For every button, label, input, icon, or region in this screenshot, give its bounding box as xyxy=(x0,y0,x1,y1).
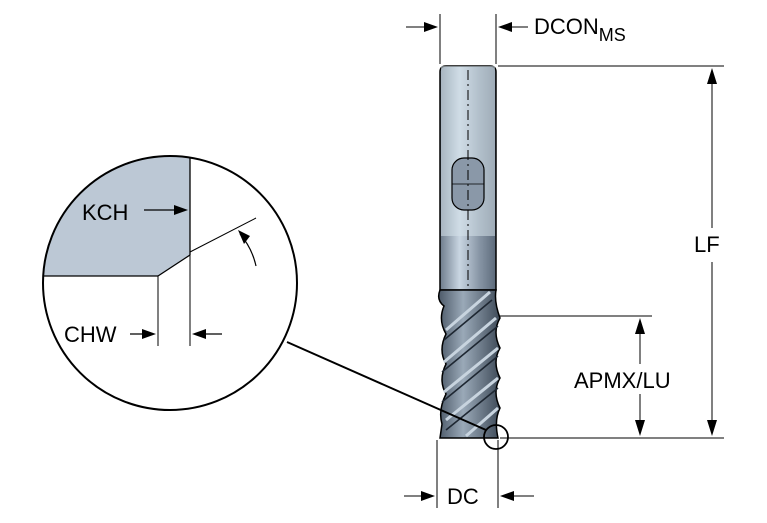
end-mill-tool xyxy=(437,65,509,450)
apmx-lu-label: APMX/LU xyxy=(574,368,671,393)
lf-label: LF xyxy=(694,232,720,257)
dcon-label: DCONMS xyxy=(534,14,626,45)
flute-highlights xyxy=(443,290,499,438)
apmx-lu-dimension: APMX/LU xyxy=(574,318,671,436)
dc-label: DC xyxy=(447,484,479,509)
extension-lines xyxy=(436,14,724,508)
chw-label: CHW xyxy=(64,322,117,347)
dcon-dimension: DCONMS xyxy=(406,14,626,45)
dc-dimension: DC xyxy=(404,484,534,509)
flute-edges xyxy=(441,299,499,431)
tip-detail-marker xyxy=(483,424,509,450)
chamfer-detail-view: KCH CHW xyxy=(42,155,298,411)
kch-label: KCH xyxy=(82,200,128,225)
lf-dimension: LF xyxy=(694,68,720,436)
detail-leader-line xyxy=(286,341,487,431)
